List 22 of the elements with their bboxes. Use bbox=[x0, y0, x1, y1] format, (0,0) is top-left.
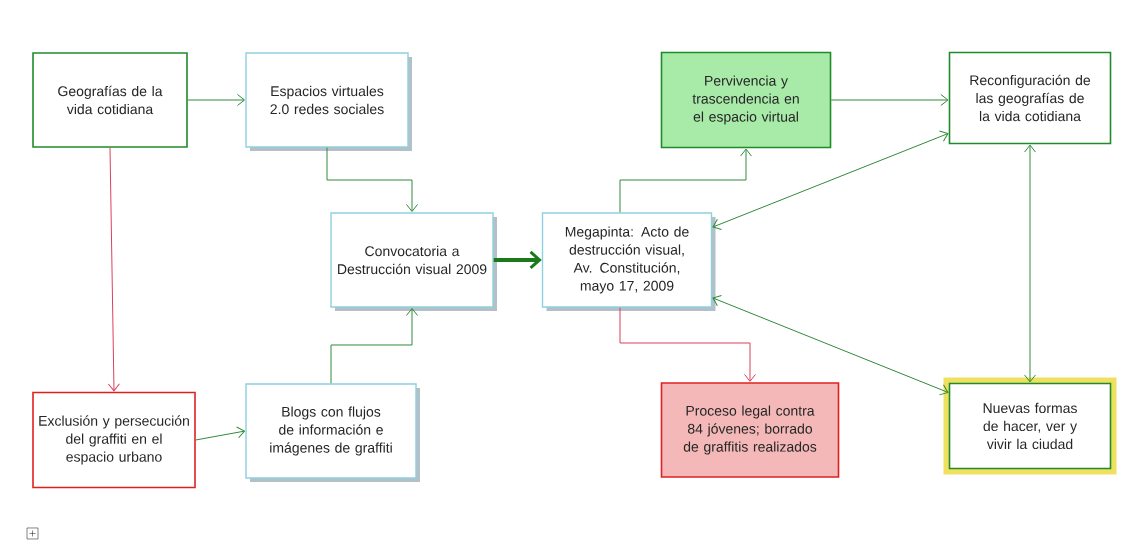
process-box: Reconfiguración de las geografías de la vida cotidiana bbox=[948, 51, 1112, 145]
arrow bbox=[619, 148, 752, 213]
arrow bbox=[330, 308, 418, 384]
arrow bbox=[107, 147, 120, 392]
process-box: Pervivencia y trascendencia en el espacio virtual bbox=[660, 51, 832, 149]
arrow bbox=[493, 250, 542, 270]
process-box: Nuevas formas de hacer, ver y vivir la ciudad bbox=[943, 377, 1117, 475]
arrow bbox=[619, 307, 756, 382]
arrow bbox=[712, 295, 949, 396]
process-box: Convocatoria a Destrucción visual 2009 bbox=[330, 212, 497, 311]
process-box: Megapinta: Acto de destrucción visual, Av. Constitución, mayo 17, 2009 bbox=[541, 212, 716, 311]
process-box: Proceso legal contra 84 jóvenes; borrado de graffitis realizados bbox=[660, 382, 840, 478]
process-box: Espacios virtuales 2.0 redes sociales bbox=[245, 52, 412, 151]
arrow bbox=[712, 130, 949, 230]
arrow bbox=[187, 94, 245, 106]
arrow bbox=[326, 147, 418, 212]
arrow bbox=[195, 426, 245, 441]
process-box: Blogs con flujos de información e imágenes de graffiti bbox=[245, 383, 420, 482]
process-box: Exclusión y persecución del graffiti en el espacio urbano bbox=[32, 391, 196, 489]
arrow bbox=[1024, 144, 1036, 383]
process-box: Geografías de la vida cotidiana bbox=[32, 52, 188, 148]
arrow bbox=[830, 94, 949, 106]
